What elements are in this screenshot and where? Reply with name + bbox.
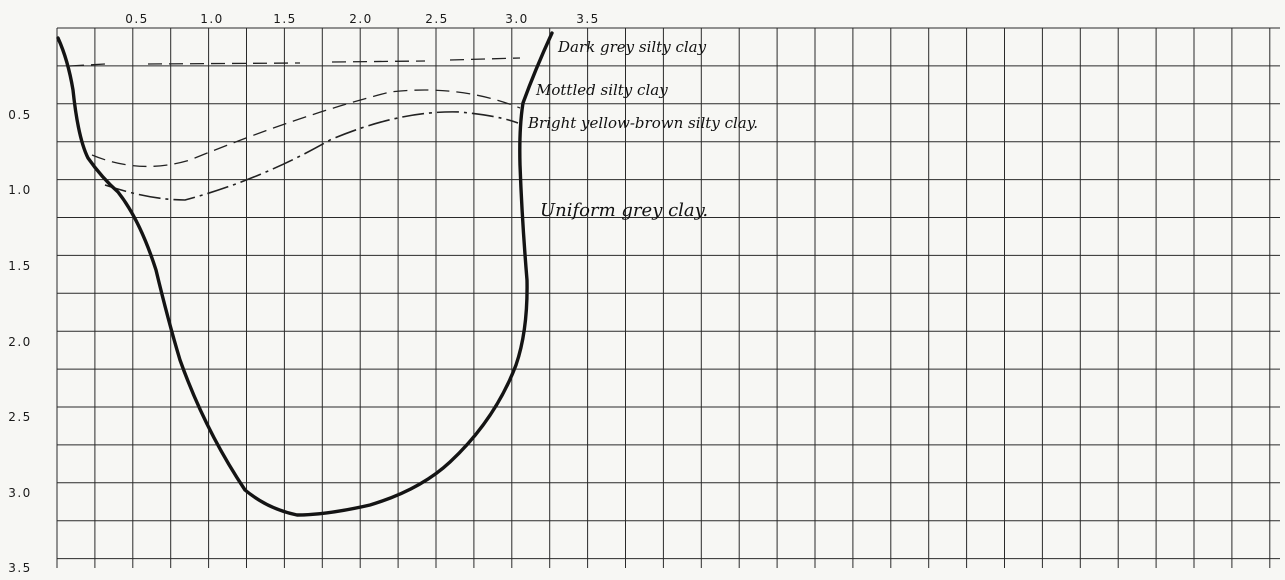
y-tick-label: 0.5 xyxy=(8,108,32,122)
x-tick-label: 2.5 xyxy=(425,12,449,26)
x-tick-label: 1.0 xyxy=(200,12,224,26)
boundary-yellow-brown-base xyxy=(104,111,519,201)
y-tick-label: 2.5 xyxy=(8,410,32,424)
x-tick-label: 1.5 xyxy=(273,12,297,26)
y-tick-label: 1.5 xyxy=(8,259,32,273)
y-tick-label: 3.5 xyxy=(8,561,32,575)
boundary-mottled-base xyxy=(91,89,521,168)
graph-paper-grid xyxy=(56,27,1280,568)
x-tick-label: 3.0 xyxy=(505,12,529,26)
y-tick-label: 1.0 xyxy=(8,183,32,197)
label-bright-yellow-brown-silty-clay: Bright yellow-brown silty clay. xyxy=(527,114,758,132)
x-tick-label: 0.5 xyxy=(125,12,149,26)
label-mottled-silty-clay: Mottled silty clay xyxy=(535,81,668,99)
y-tick-label: 3.0 xyxy=(8,486,32,500)
section-profile-line xyxy=(56,31,554,517)
label-uniform-grey-clay: Uniform grey clay. xyxy=(540,200,708,221)
y-tick-label: 2.0 xyxy=(8,335,32,349)
x-tick-label: 3.5 xyxy=(576,12,600,26)
boundary-dark-grey-base xyxy=(69,57,521,67)
label-dark-grey-silty-clay: Dark grey silty clay xyxy=(557,38,707,56)
x-tick-label: 2.0 xyxy=(349,12,373,26)
